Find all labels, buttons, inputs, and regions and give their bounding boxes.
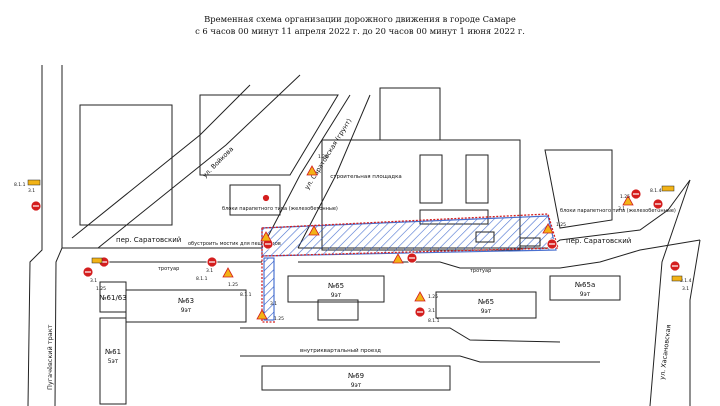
building-label: №69 xyxy=(348,372,364,380)
sign-code: 1.25 xyxy=(228,282,238,288)
street-saratovsky-left: пер. Саратовский xyxy=(116,236,181,244)
block-small xyxy=(229,184,281,216)
sign-code: 8.1.4 xyxy=(650,188,662,194)
street-saratovsky-right: пер. Саратовский xyxy=(566,237,631,245)
scheme-title-line1: Временная схема организации дорожного дв… xyxy=(204,14,516,24)
building-label: №65 xyxy=(478,298,494,306)
building-65-left xyxy=(287,275,385,303)
sign-code: 3.1 xyxy=(90,278,97,284)
road-works-sign-icon xyxy=(542,223,554,234)
building-floors: 9эт xyxy=(580,291,591,298)
building-label: №61/63 xyxy=(99,294,126,302)
sign-code: 1.25 xyxy=(428,294,438,300)
sign-code: 1.25 xyxy=(274,316,284,322)
street-outlines xyxy=(27,65,701,406)
detour-plate-icon xyxy=(661,185,675,192)
sign-code: 8.1.4 xyxy=(680,278,692,284)
block-upper-right xyxy=(544,149,613,229)
sign-code: 8.1.1 xyxy=(240,292,252,298)
no-entry-signs xyxy=(30,188,681,318)
road-works-sign-icon xyxy=(306,165,318,176)
building-65a xyxy=(549,275,621,301)
detour-plate-icon xyxy=(91,257,103,264)
road-works-sign-icon xyxy=(392,253,404,264)
street-voikova: ул. Войкова xyxy=(201,145,235,179)
building-label: №65а xyxy=(575,281,595,289)
building-label: №63 xyxy=(178,297,194,305)
block-top-mid xyxy=(379,87,441,141)
sign-code: 3.1 xyxy=(28,188,35,194)
building-floors: 9эт xyxy=(181,307,192,314)
sign-code: 8.1.1 xyxy=(196,276,208,282)
street-pugachevsky: Пугачёвский тракт xyxy=(46,324,54,390)
building-floors: 5эт xyxy=(108,358,119,365)
block-upper-center xyxy=(199,94,339,176)
building-61 xyxy=(99,317,127,405)
sign-code: 8.1.1 xyxy=(428,318,440,324)
building-floors: 9эт xyxy=(351,382,362,389)
sign-code: 1.25 xyxy=(556,222,566,228)
building-label: №65 xyxy=(328,282,344,290)
sidewalk-label-right: тротуар xyxy=(470,268,491,274)
no-entry-sign-icon xyxy=(262,194,270,202)
sign-code: 1.25 xyxy=(96,286,106,292)
road-works-sign-icon xyxy=(308,225,320,236)
scheme-title-line2: с 6 часов 00 минут 11 апреля 2022 г. до … xyxy=(195,26,525,36)
building-label: №61 xyxy=(105,348,121,356)
sign-code: 3.1 xyxy=(206,268,213,274)
work-zone-fence xyxy=(261,213,559,323)
sign-code: 3.1 xyxy=(270,301,277,307)
detour-plate-icon xyxy=(27,179,41,186)
building-floors: 9эт xyxy=(331,292,342,299)
blocks-label-right: блоки парапетного типа (железобетонные) xyxy=(560,208,676,214)
sign-code: 3.1 xyxy=(618,206,625,212)
road-works-sign-icon xyxy=(222,267,234,278)
road-works-sign-icon xyxy=(414,291,426,302)
street-inner-drive: внутриквартальный проезд xyxy=(300,347,381,354)
street-khasanovskaya: ул. Хасановская xyxy=(658,324,673,380)
road-works-sign-icon xyxy=(256,309,268,320)
sign-code: 3.1 xyxy=(428,308,435,314)
bridge-label: обустроить мостик для пешеходов xyxy=(188,241,281,247)
block-upper-left xyxy=(79,104,173,226)
road-works-sign-icon xyxy=(622,195,634,206)
warning-signs xyxy=(222,165,634,320)
sign-code: 8.1.1 xyxy=(14,182,26,188)
site-label: строительная площадка xyxy=(330,174,402,180)
building-65-right xyxy=(435,291,537,319)
sign-code: 3.1 xyxy=(682,286,689,292)
building-69 xyxy=(261,365,451,391)
sign-code: 1.25 xyxy=(318,154,328,160)
road-works-sign-icon xyxy=(260,231,272,242)
detour-plate-icon xyxy=(671,275,683,282)
blocks-label-left: блоки парапетного типа (железобетонные) xyxy=(222,206,338,212)
sign-code: 1.25 xyxy=(620,194,630,200)
building-floors: 9эт xyxy=(481,308,492,315)
sidewalk-label-left: тротуар xyxy=(158,266,179,272)
building-63 xyxy=(125,289,247,323)
